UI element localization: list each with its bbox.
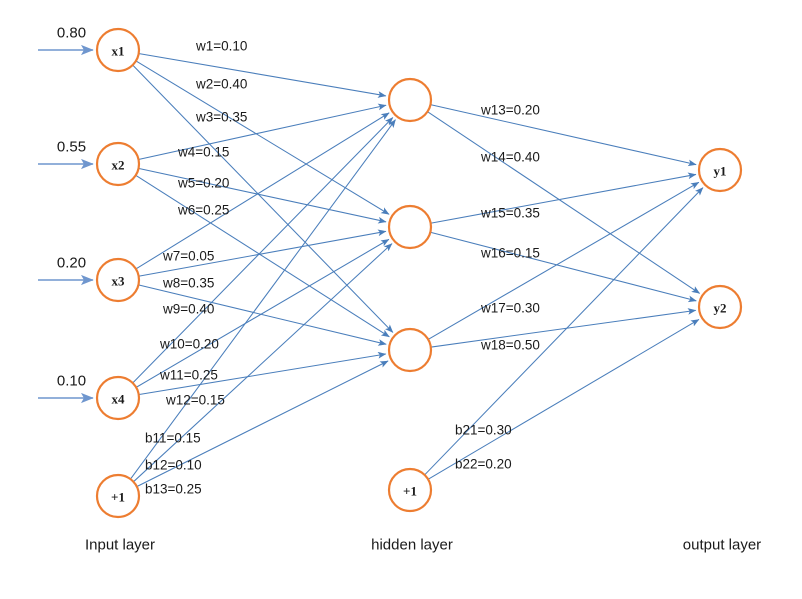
weight-label-b12: b12=0.10 xyxy=(145,458,202,473)
connection-w11 xyxy=(136,238,390,388)
connection-w17 xyxy=(428,181,700,340)
input-arrows-group xyxy=(38,44,94,404)
connection-w8 xyxy=(139,229,387,277)
connection-w13 xyxy=(430,104,697,167)
weight-label-w18: w18=0.50 xyxy=(480,338,540,353)
connection-w9 xyxy=(138,284,387,346)
weight-label-w7: w7=0.05 xyxy=(162,249,214,264)
layer-captions-group: Input layer hidden layer output layer xyxy=(85,537,761,554)
weight-label-w8: w8=0.35 xyxy=(162,276,214,291)
connection-w4 xyxy=(138,103,387,160)
input-node-x2-label: x2 xyxy=(112,158,125,173)
input-node-x1[interactable] xyxy=(95,27,141,73)
weight-label-w16: w16=0.15 xyxy=(480,246,540,261)
connection-b11 xyxy=(130,119,396,480)
connection-b22 xyxy=(428,319,700,480)
connection-w1 xyxy=(139,53,387,98)
input-node-x1-label: x1 xyxy=(112,44,125,59)
connection-w5 xyxy=(138,168,387,224)
connection-w14 xyxy=(427,111,701,294)
hidden-node-h3[interactable] xyxy=(387,327,433,373)
caption-input-layer: Input layer xyxy=(85,537,155,554)
input-node-x4-label: x4 xyxy=(112,392,126,407)
caption-output-layer: output layer xyxy=(683,537,761,554)
weight-label-w13: w13=0.20 xyxy=(480,103,540,118)
weight-label-w2: w2=0.40 xyxy=(195,77,247,92)
weight-label-w1: w1=0.10 xyxy=(195,39,247,54)
weight-label-b21: b21=0.30 xyxy=(455,423,512,438)
input-bias-node-label: +1 xyxy=(111,490,125,505)
connection-w12 xyxy=(139,351,387,396)
weight-label-w6: w6=0.25 xyxy=(177,203,229,218)
input-value-x1: 0.80 xyxy=(57,25,86,42)
weight-label-b11: b11=0.15 xyxy=(145,431,201,446)
hidden-bias-node-label: +1 xyxy=(403,484,417,499)
input-node-x3-label: x3 xyxy=(112,274,126,289)
input-node-x4[interactable] xyxy=(95,375,141,421)
connection-w6 xyxy=(135,175,390,338)
output-node-y2[interactable] xyxy=(697,284,743,330)
input-value-x2: 0.55 xyxy=(57,139,86,156)
connection-w16 xyxy=(430,231,697,303)
weight-label-w5: w5=0.20 xyxy=(177,176,229,191)
input-bias-node[interactable] xyxy=(95,473,141,519)
hidden-node-h2[interactable] xyxy=(387,204,433,250)
connection-w18 xyxy=(431,308,697,348)
connection-b13 xyxy=(136,360,389,487)
hidden-node-h1[interactable] xyxy=(387,77,433,123)
input-value-x4: 0.10 xyxy=(57,373,86,390)
weight-label-b13: b13=0.25 xyxy=(145,482,202,497)
input-node-x3[interactable] xyxy=(95,257,141,303)
nodes-group: x1 x2 x3 x4 +1 +1 y1 y2 xyxy=(95,27,743,519)
weight-label-w17: w17=0.30 xyxy=(480,301,540,316)
connection-b21 xyxy=(424,187,704,475)
caption-hidden-layer: hidden layer xyxy=(371,537,453,554)
weight-label-w10: w10=0.20 xyxy=(159,337,219,352)
input-node-x2[interactable] xyxy=(95,141,141,187)
input-value-x3: 0.20 xyxy=(57,255,86,272)
weight-label-w14: w14=0.40 xyxy=(480,150,540,165)
output-node-y1[interactable] xyxy=(697,147,743,193)
weight-label-w4: w4=0.15 xyxy=(177,145,229,160)
output-node-y1-label: y1 xyxy=(714,164,727,179)
weight-label-w3: w3=0.35 xyxy=(195,110,247,125)
weight-label-w12: w12=0.15 xyxy=(165,393,225,408)
connection-w3 xyxy=(132,65,394,333)
edges-group xyxy=(130,53,704,487)
weight-label-w9: w9=0.40 xyxy=(162,302,214,317)
output-node-y2-label: y2 xyxy=(714,301,727,316)
weight-label-w11: w11=0.25 xyxy=(159,368,218,383)
connection-w10 xyxy=(132,117,394,384)
weight-label-b22: b22=0.20 xyxy=(455,457,512,472)
connection-w15 xyxy=(431,172,697,224)
edge-labels-group: 0.80 0.55 0.20 0.10 w1=0.10 w2=0.40 w3=0.35 w4=… xyxy=(57,25,540,497)
connection-w2 xyxy=(136,60,390,215)
connection-b12 xyxy=(133,243,393,482)
connection-w7 xyxy=(136,112,390,270)
weight-label-w15: w15=0.35 xyxy=(480,206,540,221)
hidden-bias-node[interactable] xyxy=(387,467,433,513)
